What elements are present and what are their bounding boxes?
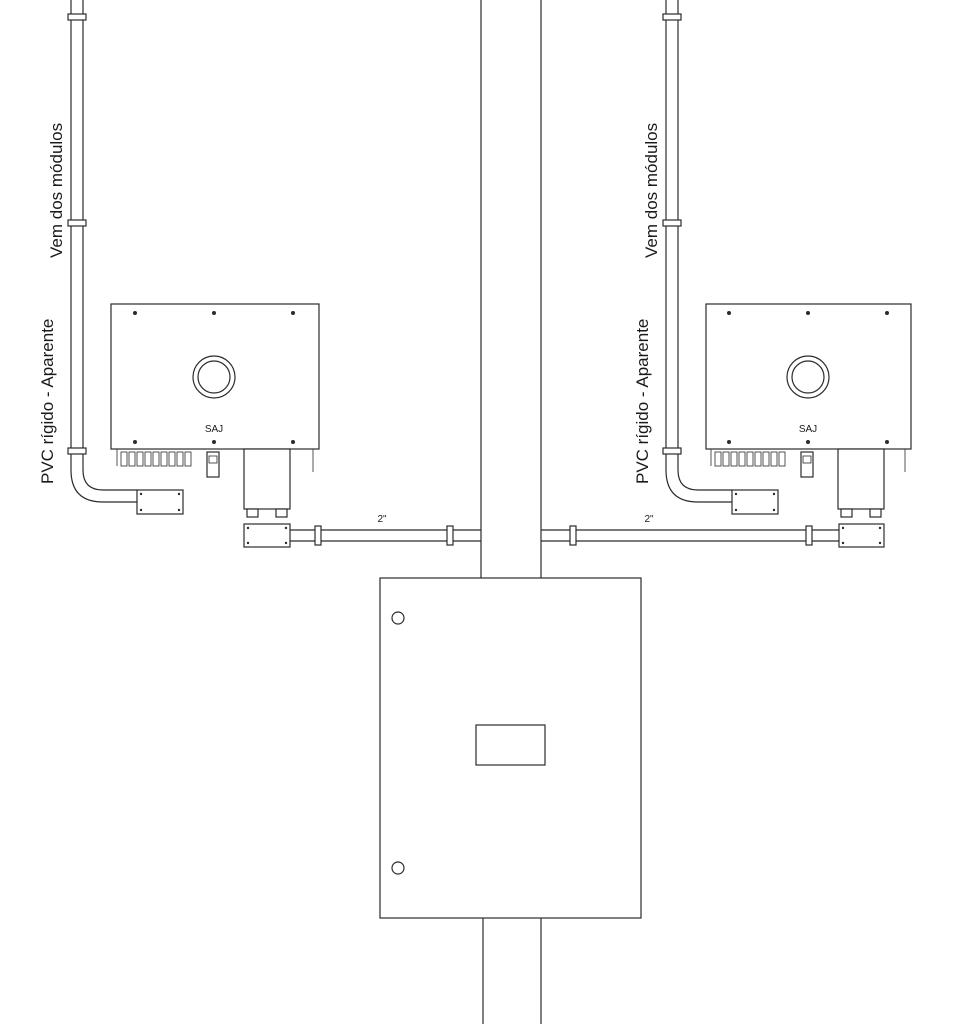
right-inverter-display-icon [786,355,830,399]
left-label-conduit-origin: Vem dos módulos [47,123,66,258]
left-inverter-brand: SAJ [205,424,223,435]
central-post-upper [480,0,542,578]
central-post-lower [482,918,542,1024]
right-assembly: SAJ [541,0,912,548]
electrical-panel [379,577,642,919]
right-inverter-ac-box [837,448,885,518]
panel-window [475,724,546,766]
right-label-conduit-type: PVC rígido - Aparente [633,319,652,484]
left-inverter-ac-box [243,448,291,518]
left-inverter-connectors [116,449,314,478]
left-conduit-clamps [67,13,87,455]
right-junction-box [731,489,779,515]
right-inverter: SAJ [705,303,912,518]
right-conduit-clamps [662,13,682,455]
panel-hinge-bottom-icon [391,861,405,875]
left-junction-box [136,489,184,515]
right-inverter-brand: SAJ [799,424,817,435]
panel-hinge-top-icon [391,611,405,625]
left-assembly: SAJ [38,0,481,548]
right-horizontal-conduit: 2" [541,514,885,548]
right-label-conduit-origin: Vem dos módulos [642,123,661,258]
right-inverter-connectors [710,449,906,478]
left-pipe-size: 2" [377,514,387,525]
left-inverter: SAJ [110,303,320,518]
left-label-conduit-type: PVC rígido - Aparente [38,319,57,484]
left-horizontal-conduit: 2" [243,514,481,548]
right-pipe-size: 2" [644,514,654,525]
left-inverter-display-icon [192,355,236,399]
